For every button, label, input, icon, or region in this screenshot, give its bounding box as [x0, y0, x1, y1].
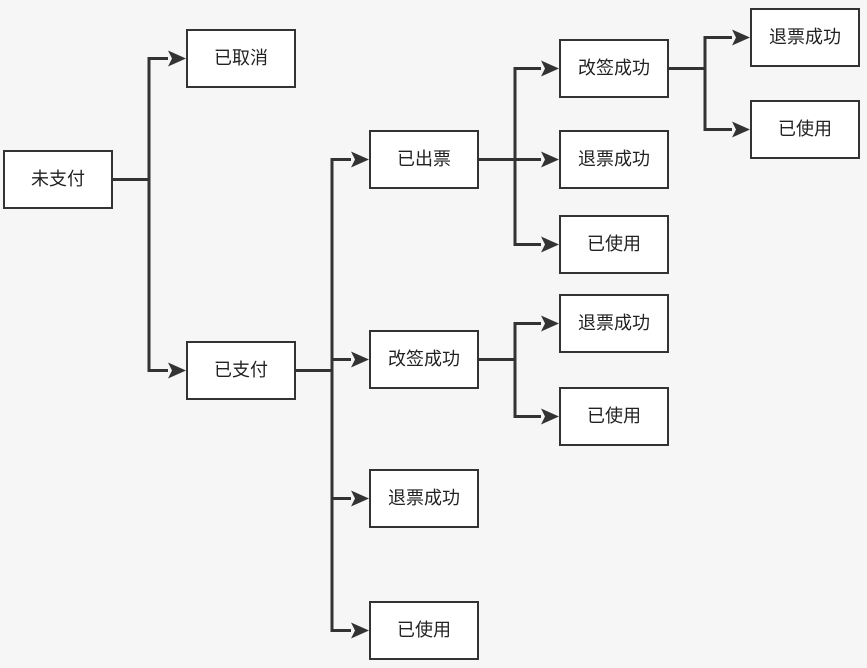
arrowhead-ticketed-to-ticketed_changed: [541, 60, 559, 77]
arrowhead-paid-to-paid_refunded: [351, 490, 369, 507]
edge-paid-to-ticketed: [295, 158, 351, 372]
edge-paid-to-paid_changed: [295, 358, 351, 372]
edge-ticketed-to-ticketed_changed: [478, 67, 541, 161]
node-ticketed-changed-refunded-box: [750, 8, 860, 67]
node-paid-changed-label: 改签成功: [388, 349, 460, 370]
node-paid-box: [186, 341, 296, 400]
arrowhead-ticketed_changed-to-ticketed_changed_refunded: [732, 29, 750, 46]
arrowhead-ticketed-to-ticketed_used: [541, 236, 559, 253]
node-ticketed-changed-refunded: 退票成功: [750, 8, 860, 67]
node-paid-refunded-label: 退票成功: [388, 488, 460, 509]
arrowhead-paid_changed-to-paid_changed_refunded: [541, 315, 559, 332]
node-paid-changed-box: [369, 330, 479, 389]
arrowhead-paid_changed-to-paid_changed_used: [541, 408, 559, 425]
arrowhead-paid-to-paid_changed: [351, 351, 369, 368]
node-paid-used: 已使用: [369, 601, 479, 660]
node-unpaid-label: 未支付: [31, 169, 85, 190]
node-ticketed-label: 已出票: [397, 149, 451, 170]
node-ticketed-changed-used: 已使用: [750, 100, 860, 159]
node-ticketed-changed-used-label: 已使用: [778, 119, 832, 140]
node-paid-refunded: 退票成功: [369, 469, 479, 528]
node-ticketed-refunded-box: [559, 130, 669, 189]
node-paid-refunded-box: [369, 469, 479, 528]
node-paid-changed-refunded: 退票成功: [559, 294, 669, 353]
node-paid-changed-used-label: 已使用: [587, 406, 641, 427]
node-ticketed-changed-label: 改签成功: [578, 58, 650, 79]
node-cancelled-box: [186, 29, 296, 88]
node-cancelled: 已取消: [186, 29, 296, 88]
node-ticketed: 已出票: [369, 130, 479, 189]
node-paid-changed-used-box: [559, 387, 669, 446]
arrowhead-paid-to-ticketed: [351, 151, 369, 168]
node-paid-changed-refunded-box: [559, 294, 669, 353]
node-ticketed-box: [369, 130, 479, 189]
edge-paid_changed-to-paid_changed_refunded: [478, 322, 541, 361]
node-paid-changed-used: 已使用: [559, 387, 669, 446]
arrowhead-unpaid-to-paid: [168, 362, 186, 379]
node-ticketed-refunded-label: 退票成功: [578, 149, 650, 170]
node-ticketed-used-box: [559, 215, 669, 274]
edge-unpaid-to-cancelled: [112, 57, 168, 181]
node-ticketed-changed-used-box: [750, 100, 860, 159]
node-ticketed-changed-box: [559, 39, 669, 98]
node-paid-changed-refunded-label: 退票成功: [578, 313, 650, 334]
node-ticketed-changed: 改签成功: [559, 39, 669, 98]
node-paid-used-box: [369, 601, 479, 660]
arrowhead-unpaid-to-cancelled: [168, 50, 186, 67]
edge-ticketed-to-ticketed_used: [478, 158, 541, 246]
node-ticketed-used-label: 已使用: [587, 234, 641, 255]
node-unpaid-box: [3, 150, 113, 209]
node-paid-changed: 改签成功: [369, 330, 479, 389]
edge-paid-to-paid_used: [295, 369, 351, 632]
node-unpaid: 未支付: [3, 150, 113, 209]
node-paid-used-label: 已使用: [397, 620, 451, 641]
node-paid-label: 已支付: [214, 360, 268, 381]
arrowhead-ticketed_changed-to-ticketed_changed_used: [732, 121, 750, 138]
edges-layer: [112, 29, 750, 639]
arrowhead-paid-to-paid_used: [351, 622, 369, 639]
edge-unpaid-to-paid: [112, 178, 168, 372]
edge-ticketed_changed-to-ticketed_changed_refunded: [668, 36, 732, 70]
node-ticketed-used: 已使用: [559, 215, 669, 274]
nodes-layer: 未支付 已取消 已支付 已出票 改签成功 退票成功 已使用 改签: [3, 8, 860, 660]
node-cancelled-label: 已取消: [214, 48, 268, 69]
edge-ticketed_changed-to-ticketed_changed_used: [668, 67, 732, 131]
edge-paid_changed-to-paid_changed_used: [478, 358, 541, 418]
edge-paid-to-paid_refunded: [295, 369, 351, 500]
node-ticketed-refunded: 退票成功: [559, 130, 669, 189]
node-ticketed-changed-refunded-label: 退票成功: [769, 27, 841, 48]
arrowhead-ticketed-to-ticketed_refunded: [541, 151, 559, 168]
node-paid: 已支付: [186, 341, 296, 400]
